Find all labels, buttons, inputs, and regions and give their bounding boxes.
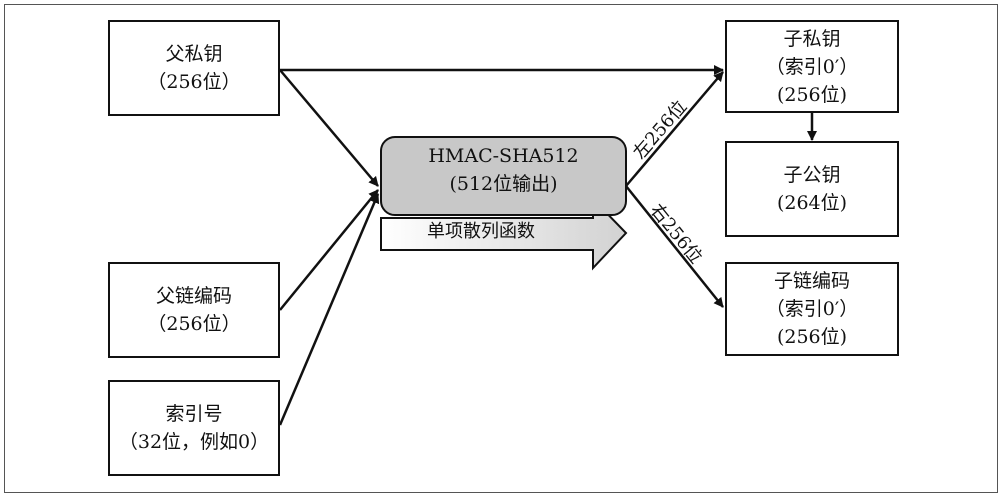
child-public-key-box: 子公钥 (264位) — [725, 141, 899, 237]
index-number-bits: （32位，例如0） — [118, 431, 270, 453]
parent-chain-code-box: 父链编码 （256位） — [108, 262, 280, 358]
arrow-chain-code-to-hmac — [279, 189, 379, 311]
hash-function-label: 单项散列函数 — [427, 221, 535, 242]
hmac-text-group: HMAC-SHA512 (512位输出) — [381, 142, 626, 198]
arrow-right256-to-child-chain — [625, 185, 724, 308]
parent-private-key-box: 父私钥 （256位） — [108, 20, 280, 116]
parent-private-key-bits: （256位） — [147, 71, 241, 93]
child-chain-code-bits: (256位) — [776, 326, 848, 348]
arrow-parent-key-to-hmac — [279, 69, 379, 187]
hmac-subtitle: (512位输出) — [449, 173, 558, 195]
child-chain-code-box: 子链编码 （索引0′） (256位) — [725, 262, 899, 356]
child-private-key-title: 子私钥 — [783, 27, 841, 50]
hmac-title: HMAC-SHA512 — [428, 145, 579, 167]
parent-private-key-title: 父私钥 — [165, 43, 223, 65]
index-number-box: 索引号 （32位，例如0） — [108, 380, 280, 476]
child-chain-code-title: 子链编码 — [773, 270, 850, 292]
child-private-key-box: 子私钥 （索引0′） (256位) — [725, 20, 899, 113]
arrow-left256-to-child-key — [625, 71, 724, 187]
hmac-sha512-block — [380, 136, 627, 216]
child-private-key-bits: (256位) — [776, 83, 848, 106]
child-chain-code-index: （索引0′） — [765, 298, 859, 320]
arrow-index-to-hmac — [278, 193, 380, 426]
child-public-key-title: 子公钥 — [783, 164, 841, 186]
child-public-key-bits: (264位) — [776, 192, 848, 214]
parent-chain-code-bits: （256位） — [147, 313, 241, 335]
index-number-title: 索引号 — [165, 403, 223, 425]
parent-chain-code-title: 父链编码 — [155, 285, 232, 307]
diagram-frame — [4, 4, 998, 493]
child-private-key-index: （索引0′） — [765, 55, 859, 78]
